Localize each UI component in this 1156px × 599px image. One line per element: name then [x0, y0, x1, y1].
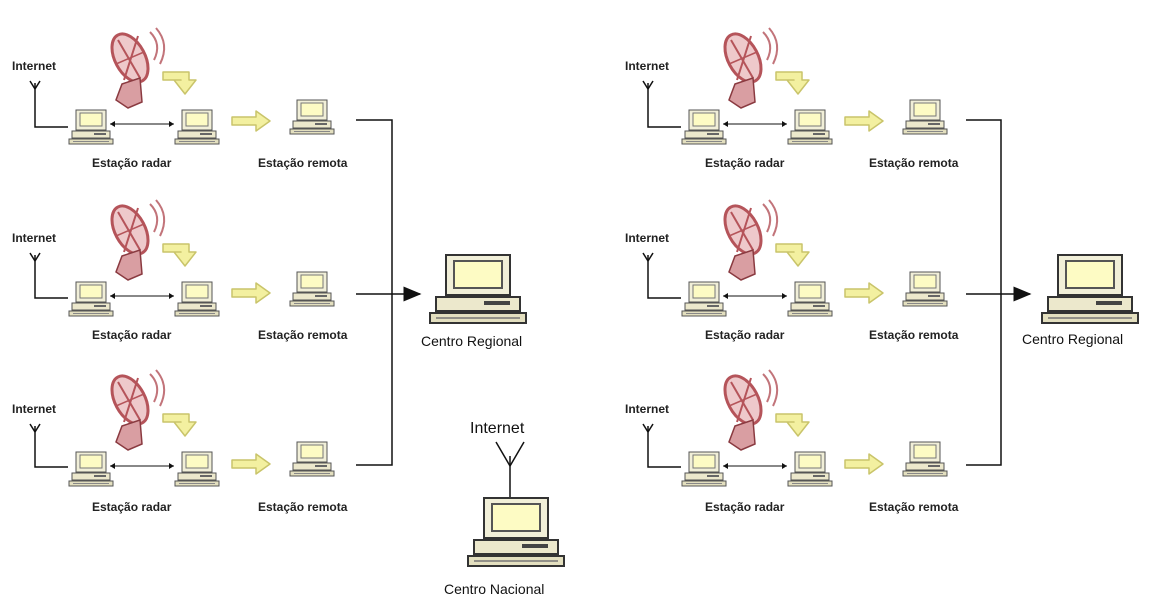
station-row: Internet Estação radar Estação remota [625, 26, 959, 170]
remote-station-label: Estação remota [258, 500, 348, 514]
regional-group-left: Internet Estação radar Estação remota In… [12, 26, 527, 514]
regional-bus-line [966, 119, 1002, 466]
computer-terminal-icon [681, 281, 727, 317]
antenna-icon [642, 252, 654, 278]
radar-dish-icon [716, 368, 779, 452]
internet-link-line [34, 277, 68, 299]
yellow-arrow-icon [775, 243, 810, 267]
computer-terminal-icon [681, 109, 727, 145]
station-row: Internet Estação radar Estação remota [625, 368, 959, 514]
computer-terminal-icon [1041, 254, 1139, 324]
yellow-arrow-icon [162, 71, 197, 95]
internet-link-line [647, 277, 681, 299]
radar-dish-icon [103, 198, 166, 282]
national-center: Internet Centro Nacional [444, 420, 565, 597]
radar-station-label: Estação radar [92, 328, 172, 342]
yellow-arrow-icon [231, 110, 271, 132]
yellow-arrow-icon [231, 453, 271, 475]
remote-station-label: Estação remota [869, 328, 959, 342]
station-row: Internet Estação radar Estação remota [12, 198, 348, 342]
radar-station-label: Estação radar [705, 156, 785, 170]
yellow-arrow-icon [231, 282, 271, 304]
yellow-arrow-icon [775, 413, 810, 437]
radar-dish-icon [716, 198, 779, 282]
radar-station-label: Estação radar [92, 156, 172, 170]
remote-station-label: Estação remota [258, 156, 348, 170]
internet-link-line [647, 105, 681, 128]
remote-station-label: Estação remota [258, 328, 348, 342]
regional-bus-line [356, 119, 393, 466]
remote-station-label: Estação remota [869, 156, 959, 170]
yellow-arrow-icon [775, 71, 810, 95]
computer-terminal-icon [787, 281, 833, 317]
computer-terminal-icon [68, 281, 114, 317]
radar-dish-icon [716, 26, 779, 110]
computer-terminal-icon [902, 271, 948, 307]
radar-dish-icon [103, 26, 166, 110]
remote-station-label: Estação remota [869, 500, 959, 514]
radar-station-label: Estação radar [92, 500, 172, 514]
internet-label: Internet [625, 402, 669, 416]
internet-label: Internet [12, 59, 56, 73]
regional-center-label: Centro Regional [421, 333, 522, 349]
yellow-arrow-icon [844, 453, 884, 475]
radar-station-label: Estação radar [705, 328, 785, 342]
computer-terminal-icon [68, 109, 114, 145]
internet-link-line [34, 448, 68, 468]
antenna-icon [29, 423, 41, 449]
radar-dish-icon [103, 368, 166, 452]
internet-link-line [647, 448, 681, 468]
regional-center-label: Centro Regional [1022, 331, 1123, 347]
antenna-icon [29, 252, 41, 278]
computer-terminal-icon [289, 271, 335, 307]
radar-station-label: Estação radar [705, 500, 785, 514]
antenna-icon [495, 441, 525, 502]
yellow-arrow-icon [162, 243, 197, 267]
computer-terminal-icon [174, 281, 220, 317]
national-internet-label: Internet [470, 420, 525, 437]
computer-terminal-icon [429, 254, 527, 324]
national-center-label: Centro Nacional [444, 581, 544, 597]
regional-group-right: Internet Estação radar Estação remota In… [625, 26, 1139, 514]
yellow-arrow-icon [162, 413, 197, 437]
station-row: Internet Estação radar Estação remota [12, 368, 348, 514]
internet-label: Internet [625, 231, 669, 245]
computer-terminal-icon [681, 451, 727, 487]
computer-terminal-icon [68, 451, 114, 487]
station-row: Internet Estação radar Estação remota [12, 26, 348, 170]
computer-terminal-icon [902, 99, 948, 135]
computer-terminal-icon [787, 451, 833, 487]
yellow-arrow-icon [844, 110, 884, 132]
computer-terminal-icon [174, 109, 220, 145]
computer-terminal-icon [289, 441, 335, 477]
internet-label: Internet [625, 59, 669, 73]
internet-link-line [34, 105, 68, 128]
computer-terminal-icon [174, 451, 220, 487]
computer-terminal-icon [289, 99, 335, 135]
computer-terminal-icon [787, 109, 833, 145]
antenna-icon [642, 80, 654, 106]
antenna-icon [29, 80, 41, 106]
computer-terminal-icon [902, 441, 948, 477]
station-row: Internet Estação radar Estação remota [625, 198, 959, 342]
yellow-arrow-icon [844, 282, 884, 304]
internet-label: Internet [12, 402, 56, 416]
computer-terminal-icon [467, 497, 565, 567]
antenna-icon [642, 423, 654, 449]
internet-label: Internet [12, 231, 56, 245]
